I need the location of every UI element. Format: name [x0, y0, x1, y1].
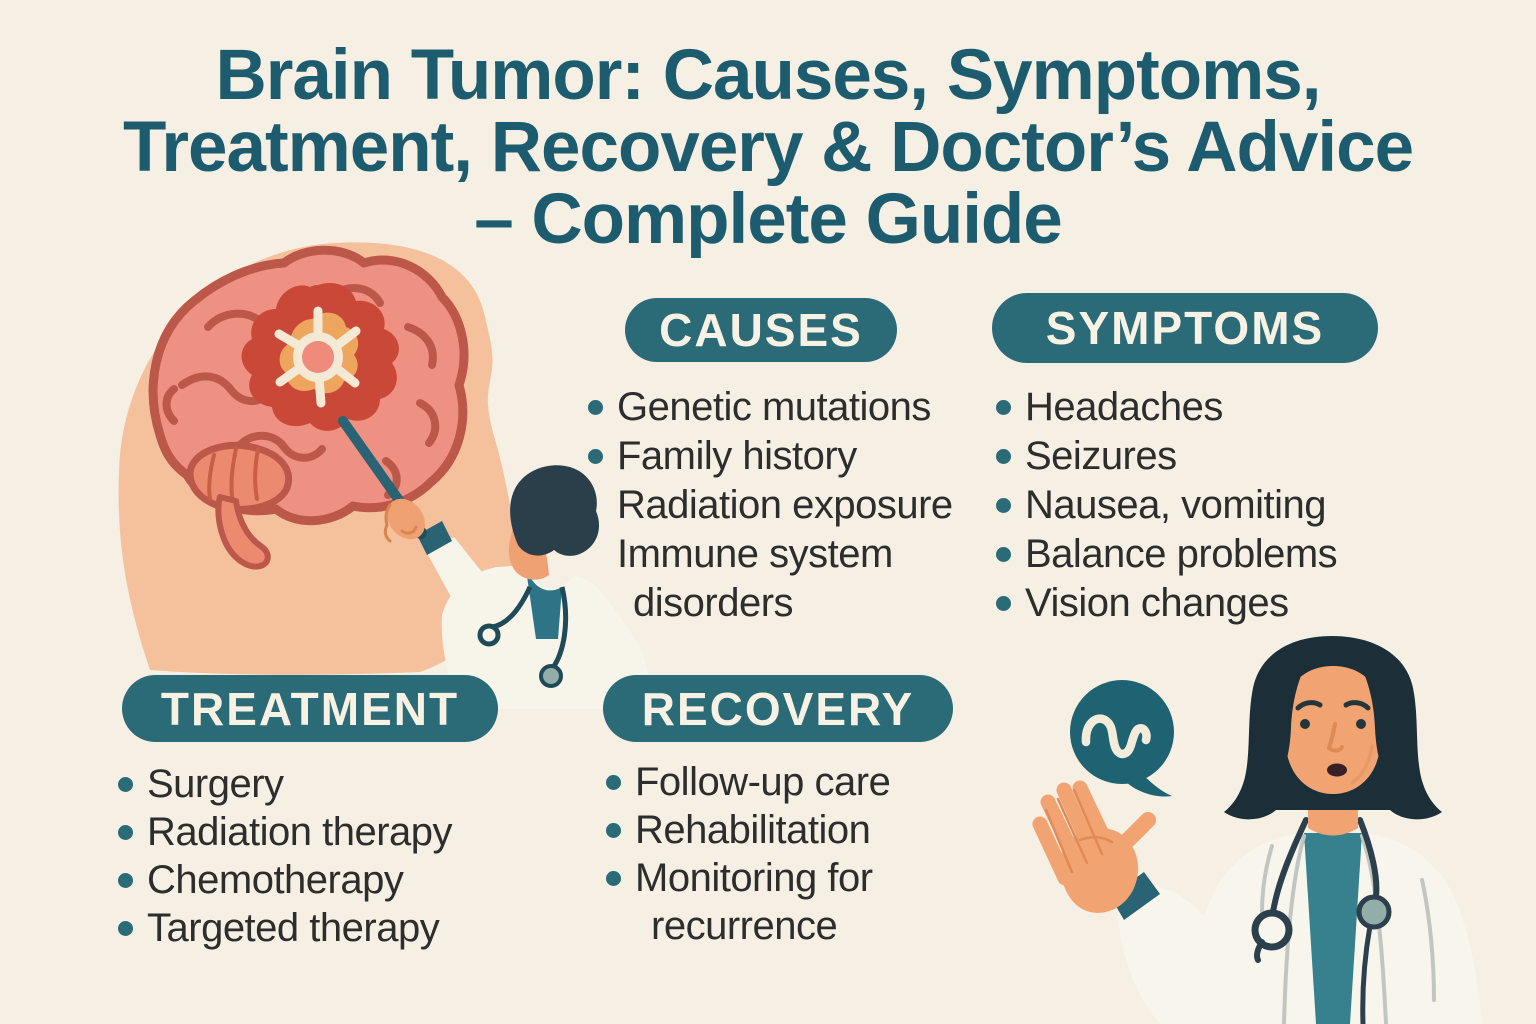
bullet-icon	[606, 870, 621, 886]
symptoms-list: Headaches Seizures Nausea, vomiting Bala…	[996, 383, 1338, 628]
bullet-icon	[996, 400, 1011, 415]
stethoscope-icon	[1251, 817, 1380, 1024]
list-item: Seizures	[996, 432, 1337, 481]
head-brain-tumor-illustration	[118, 242, 651, 709]
list-item: Surgery	[118, 760, 452, 808]
list-item: Radiation exposure	[617, 483, 953, 527]
list-item: Immune system	[617, 532, 893, 576]
bullet-icon	[606, 774, 621, 790]
bullet-icon	[118, 824, 133, 840]
list-item: Radiation therapy	[118, 808, 453, 856]
symptoms-label: SYMPTOMS	[1045, 302, 1325, 354]
bullet-icon	[118, 872, 133, 888]
doctor-hand	[1032, 780, 1246, 1024]
list-item: Headaches	[996, 383, 1337, 432]
list-item: Targeted therapy	[118, 904, 452, 952]
bullet-icon	[996, 547, 1011, 562]
bullet-icon	[588, 400, 603, 415]
section-header-symptoms: SYMPTOMS	[992, 293, 1378, 363]
tumor-icon	[241, 282, 399, 431]
page-title: Brain Tumor: Causes, Symptoms, Treatment…	[0, 40, 1536, 256]
recovery-list: Follow-up care Rehabilitation Monitoring…	[606, 758, 891, 950]
list-item: Chemotherapy	[118, 856, 452, 904]
causes-list: Genetic mutations Family history Radiati…	[588, 383, 953, 628]
list-item: Balance problems	[996, 530, 1338, 579]
list-item: Nausea, vomiting	[996, 481, 1337, 530]
section-header-treatment: TREATMENT	[122, 675, 498, 742]
recovery-label: RECOVERY	[641, 682, 915, 735]
bullet-icon	[588, 449, 603, 464]
causes-label: CAUSES	[659, 304, 863, 356]
bullet-icon	[996, 498, 1011, 513]
female-doctor-illustration	[1032, 636, 1482, 1024]
pointer-stick	[338, 416, 413, 518]
section-header-causes: CAUSES	[625, 298, 897, 362]
male-doctor-illustration	[338, 416, 651, 709]
male-doctor-hair	[510, 465, 600, 556]
list-item: Follow-up care	[606, 758, 891, 806]
bullet-icon	[996, 596, 1011, 611]
doctor-shirt	[1304, 833, 1362, 1024]
bullet-icon	[118, 920, 133, 936]
title-line-1: Brain Tumor: Causes, Symptoms,	[215, 36, 1322, 115]
title-line-2: Treatment, Recovery & Doctor’s Advice	[122, 108, 1414, 187]
bullet-icon	[118, 776, 133, 792]
list-item: recurrence	[651, 903, 838, 948]
list-item: Vision changes	[996, 579, 1337, 628]
list-item: Monitoring for	[606, 854, 890, 902]
speech-bubble-pulse-icon	[1070, 680, 1174, 797]
list-item: Family history	[588, 432, 953, 481]
treatment-list: Surgery Radiation therapy Chemotherapy T…	[118, 760, 453, 952]
list-item: Rehabilitation	[606, 806, 890, 854]
bullet-icon	[996, 449, 1011, 464]
title-line-3: – Complete Guide	[474, 180, 1063, 259]
list-item: disorders	[633, 581, 794, 625]
treatment-label: TREATMENT	[160, 682, 460, 735]
section-header-recovery: RECOVERY	[603, 675, 953, 742]
bullet-icon	[606, 822, 621, 838]
list-item: Genetic mutations	[588, 383, 953, 432]
